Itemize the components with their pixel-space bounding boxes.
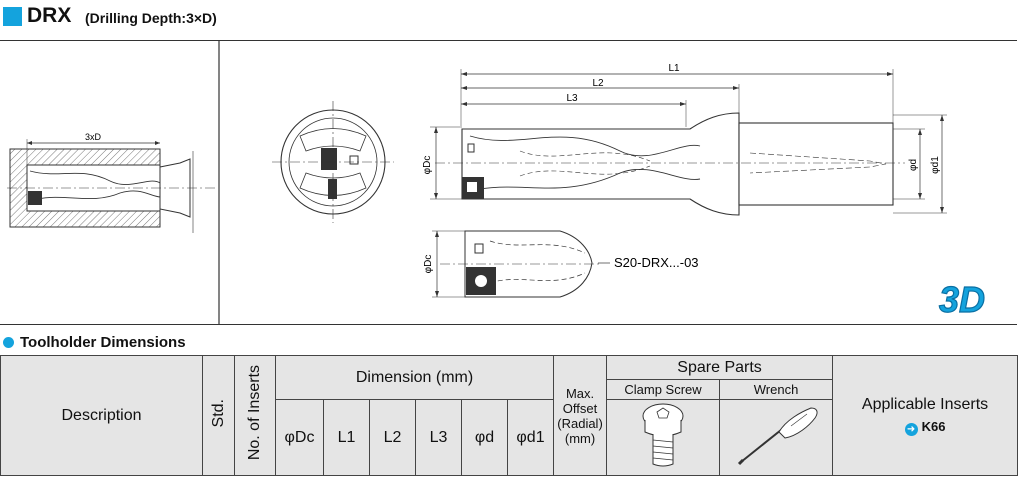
depth-dimension-label: 3xD <box>85 132 102 142</box>
col-l2: L2 <box>369 399 416 476</box>
dimension-L3-label: L3 <box>566 93 578 104</box>
header-spare-parts: Spare Parts <box>606 355 834 380</box>
dimension-d-label: φd <box>908 159 919 171</box>
product-title: DRX <box>27 4 72 27</box>
header-applicable-inserts: Applicable Inserts ➜K66 <box>832 355 1018 476</box>
badge-3d-label: 3D <box>939 279 985 320</box>
col-d1: φd1 <box>506 399 555 476</box>
detail-view-drawing: φDc S20-DRX...-03 <box>423 230 699 298</box>
col-dc: φDc <box>275 399 324 476</box>
arrow-right-icon: ➜ <box>904 422 918 436</box>
dimension-L1-label: L1 <box>668 63 680 74</box>
header-no-of-inserts: No. of Inserts <box>234 355 276 476</box>
header-wrench: Wrench <box>719 379 834 400</box>
col-l1: L1 <box>323 399 370 476</box>
dimension-L2-label: L2 <box>592 78 604 89</box>
drawing-panel: 3xD L1 L2 <box>0 40 1017 325</box>
header-std: Std. <box>202 355 235 476</box>
toolholder-dimensions-table: Description Std. No. of Inserts Dimensio… <box>0 355 1018 476</box>
page-header: DRX (Drilling Depth:3×D) <box>0 0 1018 40</box>
section-header: Toolholder Dimensions <box>0 333 400 353</box>
dimension-Dc-label: φDc <box>422 156 433 175</box>
wrench-icon <box>737 407 818 466</box>
clamp-screw-icon <box>642 403 684 467</box>
model-note-label: S20-DRX...-03 <box>614 255 699 270</box>
product-subtitle: (Drilling Depth:3×D) <box>85 10 217 26</box>
workpiece-section-drawing: 3xD <box>7 132 218 233</box>
section-bullet-icon <box>3 337 14 348</box>
clamp-screw-cell <box>606 399 721 476</box>
wrench-cell <box>719 399 834 476</box>
col-d: φd <box>461 399 508 476</box>
header-description: Description <box>0 355 203 476</box>
section-title: Toolholder Dimensions <box>20 334 186 351</box>
header-dimension-group: Dimension (mm) <box>274 355 555 400</box>
insert-code-link[interactable]: K66 <box>921 418 946 434</box>
side-view-drawing: L1 L2 L3 φDc φd <box>422 63 947 216</box>
end-view-drawing <box>272 101 394 223</box>
header-max-offset: Max.Offset(Radial)(mm) <box>553 355 608 476</box>
col-l3: L3 <box>415 399 462 476</box>
title-marker-square <box>3 7 22 26</box>
technical-drawing: 3xD L1 L2 <box>7 41 986 324</box>
header-clamp-screw: Clamp Screw <box>606 379 721 400</box>
dimension-d1-label: φd1 <box>930 156 941 174</box>
detail-dimension-Dc-label: φDc <box>423 255 434 274</box>
